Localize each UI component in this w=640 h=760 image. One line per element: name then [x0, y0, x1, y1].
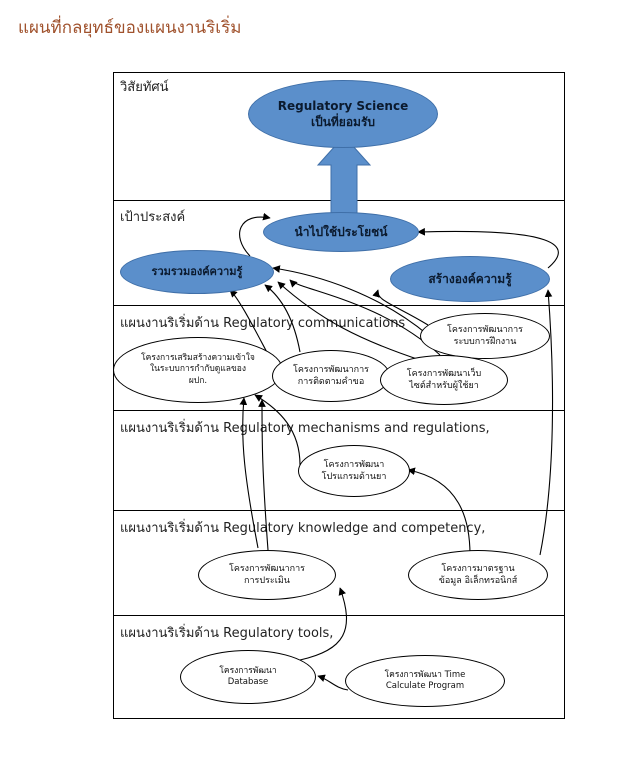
project-evaluation-node: โครงการพัฒนาการ การประเมิน [198, 550, 336, 600]
band-label-knowledge: แผนงานริเริ่มด้าน Regulatory knowledge a… [120, 521, 486, 536]
link-evaluation-to-promote-b [239, 397, 259, 549]
time-calculate-label: โครงการพัฒนา Time Calculate Program [384, 669, 466, 691]
drug-program-label: โครงการพัฒนา โปรแกรมด้านยา [321, 459, 387, 482]
link-edata-to-drugprog [407, 467, 471, 556]
band-label-goal: เป้าประสงค์ [120, 210, 186, 225]
link-edata-to-create [539, 289, 554, 556]
page-title: แผนที่กลยุทธ์ของแผนงานริเริ่ม [18, 18, 242, 38]
strategy-map-frame [113, 72, 565, 719]
database-label: โครงการพัฒนา Database [219, 665, 277, 687]
project-promote-understanding-node: โครงการเสริมสร้างความเข้าใจ ในระบบการกำก… [113, 337, 283, 403]
link-database-to-evaluation [299, 587, 348, 661]
band-label-mechanisms: แผนงานริเริ่มด้าน Regulatory mechanisms … [120, 421, 490, 436]
create-knowledge-label: สร้างองค์ความรู้ [428, 271, 512, 286]
link-training-to-create [372, 289, 429, 326]
link-training-to-gather [272, 265, 429, 336]
link-timecalc-to-database [317, 674, 349, 691]
link-tracking-to-gather-b [264, 284, 301, 353]
band-divider-communications [113, 305, 565, 306]
training-system-label: โครงการพัฒนาการ ระบบการฝึกงาน [446, 324, 524, 347]
band-divider-knowledge [113, 510, 565, 511]
band-label-communications: แผนงานริเริ่มด้าน Regulatory communicati… [120, 316, 406, 331]
project-time-calculate-node: โครงการพัฒนา Time Calculate Program [345, 655, 505, 707]
band-label-vision: วิสัยทัศน์ [120, 80, 169, 95]
band-divider-tools [113, 615, 565, 616]
gather-knowledge-label: รวมรวมองค์ความรู้ [151, 264, 243, 278]
link-website-to-gather-b [277, 281, 421, 361]
vision-node-label: Regulatory Science เป็นที่ยอมรับ [277, 98, 409, 129]
band-label-tools: แผนงานริเริ่มด้าน Regulatory tools, [120, 626, 334, 641]
project-tracking-node: โครงการพัฒนาการ การติดตามคำขอ [272, 350, 390, 402]
project-website-node: โครงการพัฒนาเว็บ ไซต์สำหรับผู้ใช้ยา [380, 355, 508, 405]
e-data-standard-label: โครงการมาตรฐาน ข้อมูล อิเล็กทรอนิกส์ [438, 563, 518, 586]
tracking-label: โครงการพัฒนาการ การติดตามคำขอ [292, 364, 370, 387]
promote-understanding-label: โครงการเสริมสร้างความเข้าใจ ในระบบการกำก… [141, 352, 255, 386]
band-divider-mechanisms [113, 410, 565, 411]
goal-apply-benefit-node: นำไปใช้ประโยชน์ [263, 212, 419, 252]
goal-gather-knowledge-node: รวมรวมองค์ความรู้ [120, 250, 274, 294]
project-e-data-standard-node: โครงการมาตรฐาน ข้อมูล อิเล็กทรอนิกส์ [408, 550, 548, 600]
link-evaluation-to-promote [258, 399, 269, 551]
block-up-arrow [316, 135, 372, 214]
apply-benefit-label: นำไปใช้ประโยชน์ [294, 224, 388, 239]
link-gather-to-apply [239, 212, 271, 257]
project-training-system-node: โครงการพัฒนาการ ระบบการฝึกงาน [420, 313, 550, 359]
project-database-node: โครงการพัฒนา Database [180, 650, 316, 704]
link-website-to-gather [289, 279, 441, 356]
goal-create-knowledge-node: สร้างองค์ความรู้ [390, 256, 550, 302]
website-label: โครงการพัฒนาเว็บ ไซต์สำหรับผู้ใช้ยา [406, 368, 482, 391]
project-drug-program-node: โครงการพัฒนา โปรแกรมด้านยา [298, 445, 410, 497]
vision-regulatory-science-node: Regulatory Science เป็นที่ยอมรับ [248, 80, 438, 148]
link-create-to-apply [417, 227, 559, 269]
evaluation-label: โครงการพัฒนาการ การประเมิน [228, 563, 306, 586]
